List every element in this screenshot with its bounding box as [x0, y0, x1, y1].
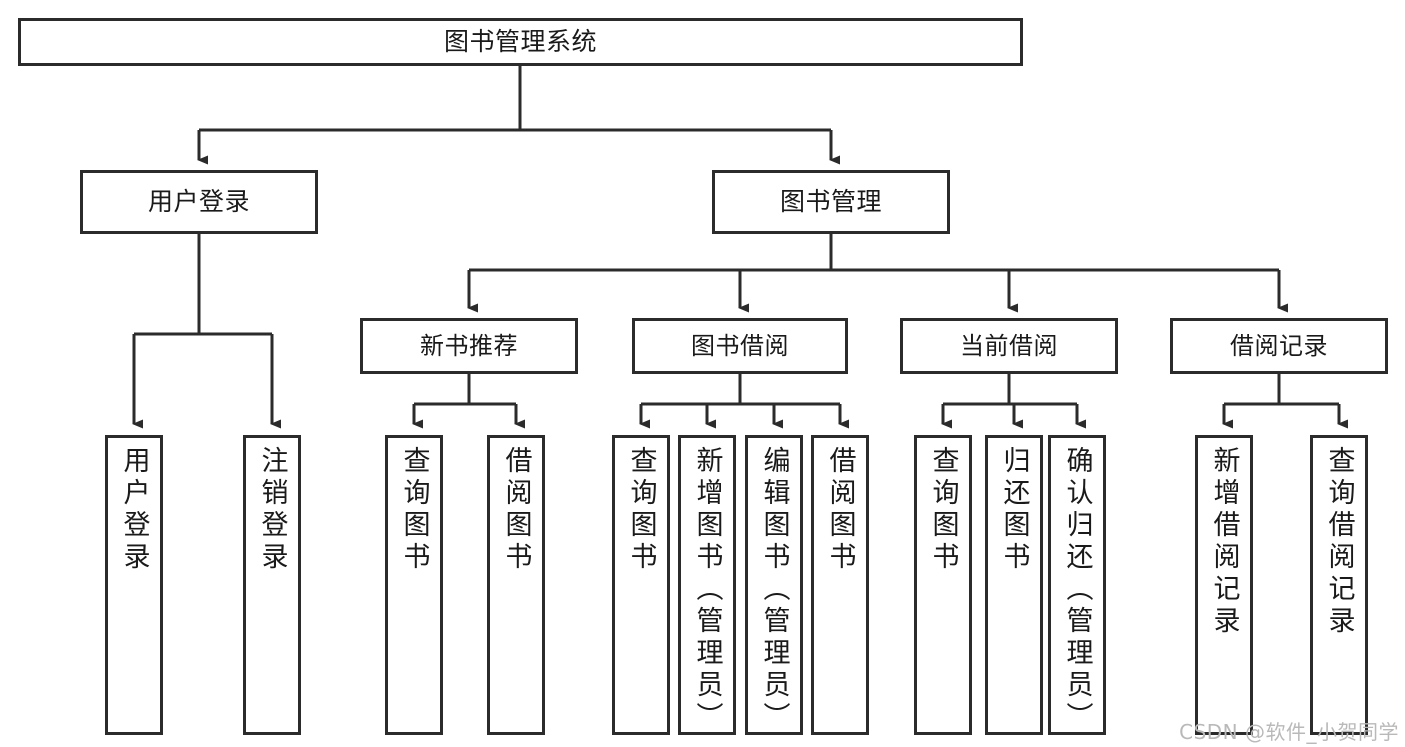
node-current-borrow[interactable]: 当前借阅	[900, 318, 1118, 374]
node-user-login[interactable]: 用户登录	[80, 170, 318, 234]
node-new-book-recommend[interactable]: 新书推荐	[360, 318, 578, 374]
node-book-management[interactable]: 图书管理	[712, 170, 950, 234]
node-label: 图书借阅	[691, 331, 789, 360]
node-label: 归还图书	[998, 446, 1030, 574]
node-label: 编辑图书（管理员）	[758, 446, 790, 734]
node-label: 用户登录	[147, 187, 250, 217]
node-label: 查询图书	[625, 446, 657, 574]
node-label: 当前借阅	[960, 331, 1058, 360]
node-label: 图书管理	[779, 187, 882, 217]
leaf-borrow-books[interactable]: 借阅图书	[811, 435, 869, 735]
node-label: 图书管理系统	[443, 27, 597, 57]
node-label: 新书推荐	[420, 331, 518, 360]
csdn-watermark: CSDN @软件_小贺同学	[1179, 720, 1399, 744]
leaf-query-books-borrow[interactable]: 查询图书	[612, 435, 670, 735]
node-label: 新增图书（管理员）	[691, 446, 723, 734]
node-label: 查询借阅记录	[1323, 446, 1355, 638]
node-label: 注销登录	[256, 446, 288, 574]
node-label: 新增借阅记录	[1208, 446, 1240, 638]
node-borrow-record[interactable]: 借阅记录	[1170, 318, 1388, 374]
leaf-add-book-admin[interactable]: 新增图书（管理员）	[678, 435, 736, 735]
leaf-return-books[interactable]: 归还图书	[985, 435, 1043, 735]
node-label: 借阅图书	[824, 446, 856, 574]
leaf-borrow-books-recommend[interactable]: 借阅图书	[487, 435, 545, 735]
node-label: 查询图书	[398, 446, 430, 574]
node-label: 查询图书	[927, 446, 959, 574]
node-book-borrow[interactable]: 图书借阅	[632, 318, 848, 374]
leaf-confirm-return-admin[interactable]: 确认归还（管理员）	[1048, 435, 1106, 735]
leaf-add-borrow-record[interactable]: 新增借阅记录	[1195, 435, 1253, 735]
leaf-logout-login[interactable]: 注销登录	[243, 435, 301, 735]
leaf-edit-book-admin[interactable]: 编辑图书（管理员）	[745, 435, 803, 735]
leaf-query-books-current[interactable]: 查询图书	[914, 435, 972, 735]
leaf-query-borrow-record[interactable]: 查询借阅记录	[1310, 435, 1368, 735]
node-label: 确认归还（管理员）	[1061, 446, 1093, 734]
leaf-user-login[interactable]: 用户登录	[105, 435, 163, 735]
node-label: 借阅图书	[500, 446, 532, 574]
node-root-book-management-system[interactable]: 图书管理系统	[18, 18, 1023, 66]
leaf-query-books-recommend[interactable]: 查询图书	[385, 435, 443, 735]
node-label: 用户登录	[118, 446, 150, 574]
node-label: 借阅记录	[1230, 331, 1328, 360]
